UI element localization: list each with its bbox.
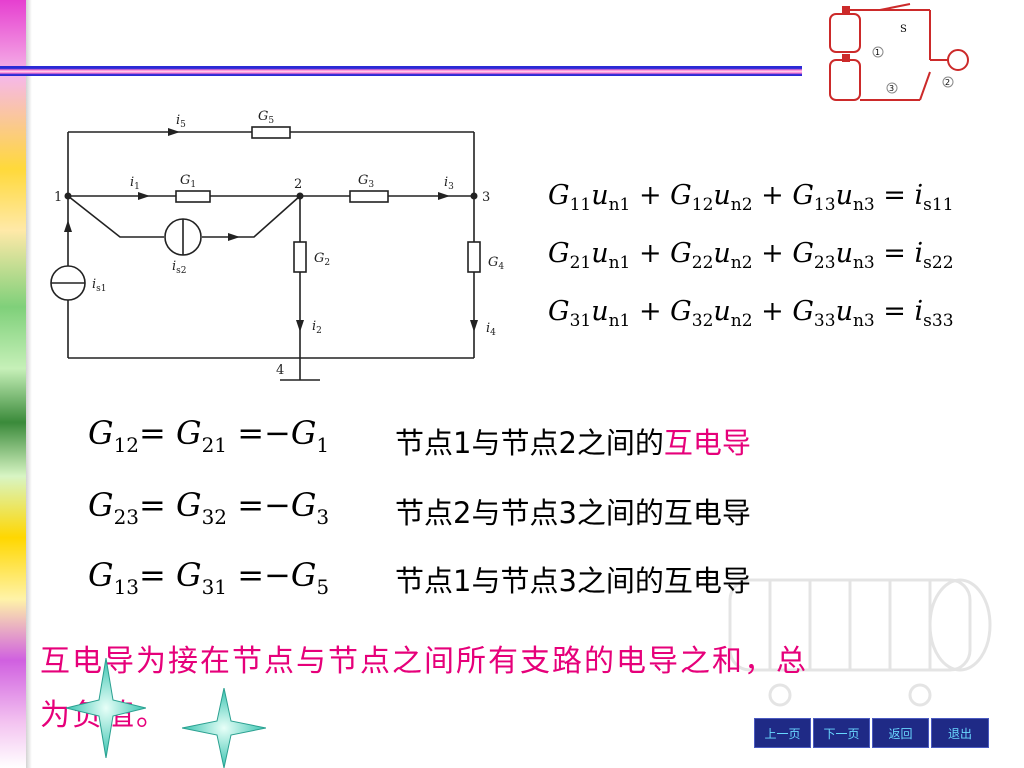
conclusion-line-1: 互电导为接在节点与节点之间所有支路的电导之和，总	[40, 644, 808, 679]
svg-text:is1: is1	[92, 277, 107, 294]
svg-text:G3: G3	[358, 173, 374, 190]
svg-text:G2: G2	[314, 251, 330, 268]
node-3-label: 3	[482, 190, 490, 205]
marker-1: 1	[875, 48, 880, 57]
svg-text:i5: i5	[176, 113, 186, 130]
slide-navigation: 上一页 下一页 返回 退出	[754, 718, 989, 748]
svg-text:i3: i3	[444, 175, 454, 192]
resistor-G5	[251, 126, 291, 139]
mutual-row-2: G23= G32 =−G3	[88, 486, 330, 529]
mutual-desc-3: 节点1与节点3之间的互电导	[395, 564, 751, 598]
exit-button[interactable]: 退出	[931, 718, 989, 748]
resistor-G3	[349, 190, 389, 203]
back-button[interactable]: 返回	[872, 718, 929, 748]
svg-text:is2: is2	[172, 259, 187, 276]
marker-3: 3	[889, 84, 894, 93]
prev-page-button[interactable]: 上一页	[754, 718, 811, 748]
svg-text:i1: i1	[130, 175, 140, 192]
resistor-G1	[175, 190, 211, 203]
node-2-label: 2	[294, 177, 302, 192]
node-4-label: 4	[276, 363, 284, 378]
resistor-G4	[467, 241, 481, 273]
title-underline-bar	[0, 66, 802, 76]
left-decorative-strip	[0, 0, 32, 768]
mutual-desc-1: 节点1与节点2之间的互电导	[395, 426, 751, 460]
next-page-button[interactable]: 下一页	[813, 718, 870, 748]
svg-text:i4: i4	[486, 321, 496, 338]
faded-background-illustration	[728, 578, 992, 707]
equation-row-1: G11un1 + G12un2 + G13un3 = is11	[548, 180, 954, 215]
mutual-row-3: G13= G31 =−G5	[88, 556, 330, 599]
marker-2: 2	[945, 78, 950, 87]
mutual-row-1: G12= G21 =−G1	[88, 414, 330, 457]
svg-text:G1: G1	[180, 173, 196, 190]
circuit-diagram: i5 G5 i1 G1 G3 i3 is2 G2 G4 i2 i4 is1 1 …	[50, 109, 504, 381]
resistor-G2	[293, 241, 307, 273]
sparkle-star-icon	[66, 658, 146, 758]
equation-row-3: G31un1 + G32un2 + G33un3 = is33	[548, 296, 954, 331]
sparkle-star-icon-2	[182, 688, 266, 768]
svg-text:G5: G5	[258, 109, 274, 126]
svg-text:G4: G4	[488, 255, 504, 272]
switch-label: S	[900, 24, 907, 35]
equation-row-2: G21un1 + G22un2 + G23un3 = is22	[548, 238, 954, 273]
apparatus-illustration: S 1 3 2	[829, 3, 969, 101]
svg-text:i2: i2	[312, 319, 322, 336]
mutual-desc-2: 节点2与节点3之间的互电导	[395, 496, 751, 530]
node-1-label: 1	[54, 190, 62, 205]
